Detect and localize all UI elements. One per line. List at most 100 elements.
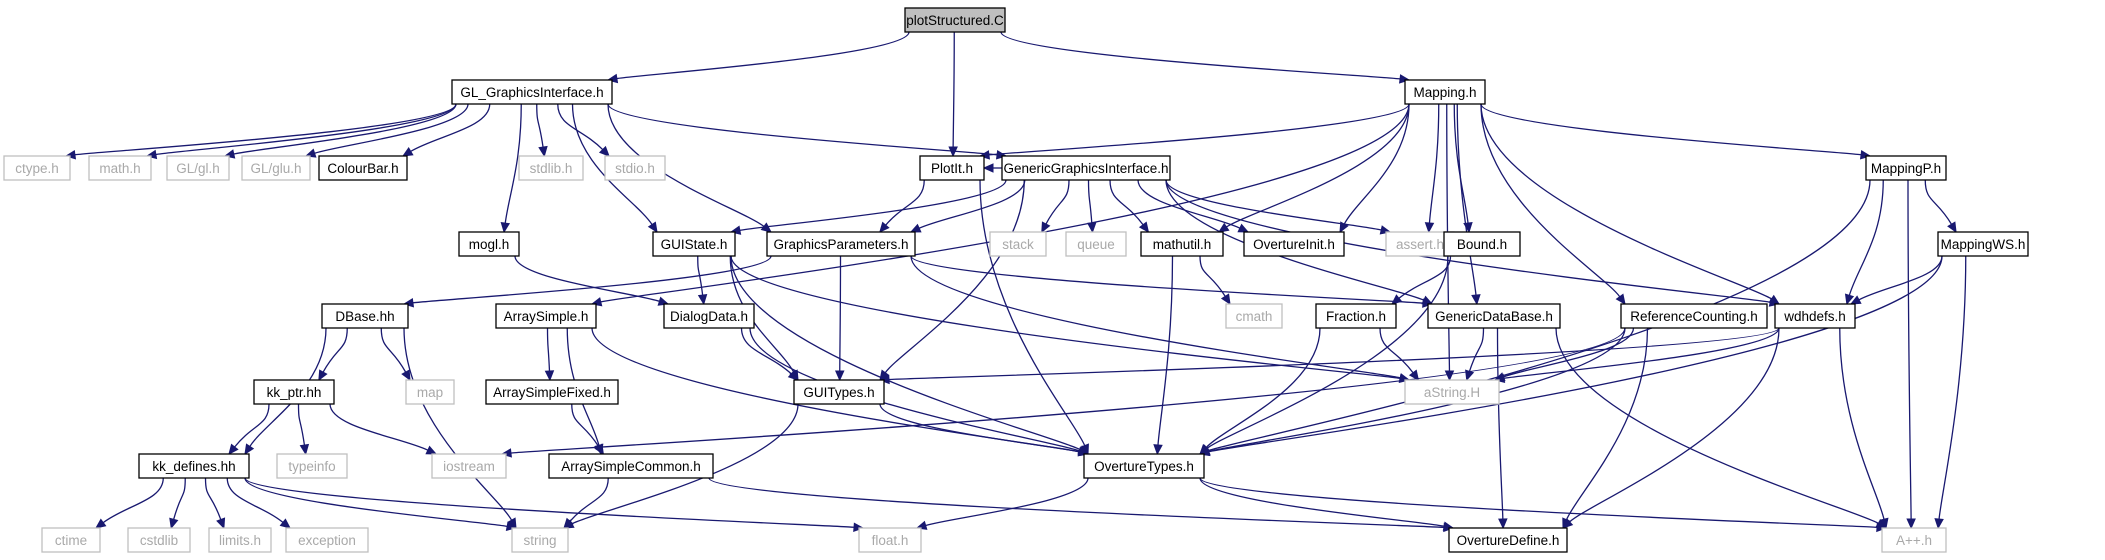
edge-GenericDataBase-aString [1468,327,1485,372]
node-PlotIt[interactable]: PlotIt.h [919,155,985,181]
node-DialogData[interactable]: DialogData.h [663,303,755,329]
node-mathutil[interactable]: mathutil.h [1140,231,1224,257]
node-label: Fraction.h [1326,309,1386,324]
node-iostream[interactable]: iostream [431,453,507,479]
node-cstdlib[interactable]: cstdlib [127,527,191,553]
node-aString[interactable]: aString.H [1404,379,1500,405]
node-label: stdlib.h [530,161,573,176]
edge-GenericGraphicsInterface-GUIState [739,179,1007,231]
node-DBase[interactable]: DBase.hh [321,303,409,329]
node-Mapping[interactable]: Mapping.h [1404,79,1486,105]
node-stack[interactable]: stack [989,231,1047,257]
edge-ReferenceCounting-OvertureDefine [1565,327,1649,520]
node-GL_GraphicsInterface[interactable]: GL_GraphicsInterface.h [451,79,613,105]
node-box [3,155,71,181]
arrowhead [879,221,890,233]
node-mogl[interactable]: mogl.h [458,231,520,257]
arrowhead [563,517,574,529]
node-exception[interactable]: exception [285,527,369,553]
node-label: ArraySimple.h [504,309,589,324]
edge-GraphicsParameters-GUITypes [839,255,842,372]
node-GUIState[interactable]: GUIState.h [652,231,736,257]
arrowhead [909,223,922,233]
node-kk_defines[interactable]: kk_defines.hh [138,453,250,479]
arrowhead [1424,222,1435,234]
node-Fraction[interactable]: Fraction.h [1315,303,1397,329]
edge-Mapping-Bound [1453,103,1469,224]
node-ArraySimple[interactable]: ArraySimple.h [495,303,597,329]
edge-Mapping-mathutil [1226,103,1410,228]
node-box [663,303,755,329]
node-ctype[interactable]: ctype.h [3,155,71,181]
node-box [1001,155,1171,181]
node-plotStructured[interactable]: plotStructured.C [904,7,1006,33]
node-label: PlotIt.h [931,161,973,176]
arrowhead [169,517,179,530]
edge-Mapping-PlotIt [988,103,1410,156]
node-ReferenceCounting[interactable]: ReferenceCounting.h [1620,303,1768,329]
node-label: ctype.h [15,161,59,176]
node-label: MappingP.h [1871,161,1941,176]
node-ArraySimpleCommon[interactable]: ArraySimpleCommon.h [548,453,714,479]
node-typeinfo[interactable]: typeinfo [276,453,348,479]
node-label: GUIState.h [661,237,728,252]
node-ArraySimpleFixed[interactable]: ArraySimpleFixed.h [485,379,619,405]
edge-Fraction-OvertureTypes [1205,327,1321,448]
node-label: stack [1002,237,1034,252]
node-Bound[interactable]: Bound.h [1443,231,1521,257]
edge-mathutil-cmath [1199,255,1226,297]
edge-GenericDataBase-App [1555,327,1879,524]
edge-OvertureTypes-OvertureDefine [1199,477,1445,527]
node-GUITypes[interactable]: GUITypes.h [793,379,885,405]
node-kk_ptr[interactable]: kk_ptr.hh [253,379,335,405]
node-label: kk_ptr.hh [267,385,322,400]
node-OvertureDefine[interactable]: OvertureDefine.h [1448,527,1568,553]
node-GLgl[interactable]: GL/gl.h [166,155,230,181]
node-GenericDataBase[interactable]: GenericDataBase.h [1427,303,1561,329]
edge-GL_GraphicsInterface-GenericGraphicsInterface [607,103,998,156]
arrowhead [1153,444,1163,456]
node-assert[interactable]: assert.h [1385,231,1455,257]
node-box [518,155,584,181]
node-box [1225,303,1283,329]
edge-Bound-Fraction [1398,255,1452,299]
node-OvertureInit[interactable]: OvertureInit.h [1243,231,1345,257]
edge-Mapping-OvertureInit [1343,103,1410,225]
node-box [166,155,230,181]
node-stdio[interactable]: stdio.h [604,155,666,181]
node-label: OvertureTypes.h [1094,459,1194,474]
node-stdlib[interactable]: stdlib.h [518,155,584,181]
node-label: DialogData.h [670,309,748,324]
arrowhead [1391,294,1403,305]
node-box [41,527,101,553]
node-box [919,155,985,181]
node-GLglu[interactable]: GL/glu.h [241,155,311,181]
node-MappingWS[interactable]: MappingWS.h [1937,231,2029,257]
node-wdhdefs[interactable]: wdhdefs.h [1774,303,1856,329]
node-box [138,453,250,479]
node-MappingP[interactable]: MappingP.h [1865,155,1947,181]
node-GenericGraphicsInterface[interactable]: GenericGraphicsInterface.h [1001,155,1171,181]
edge-kk_ptr-iostream [329,403,429,451]
node-float[interactable]: float.h [858,527,922,553]
edge-GraphicsParameters-DBase [412,255,772,304]
node-ctime[interactable]: ctime [41,527,101,553]
node-ColourBar[interactable]: ColourBar.h [318,155,408,181]
node-string[interactable]: string [511,527,569,553]
edge-PlotIt-OvertureTypes [979,179,1086,446]
node-limits[interactable]: limits.h [208,527,272,553]
node-math[interactable]: math.h [88,155,152,181]
edge-DialogData-GUITypes [740,327,792,375]
node-label: OvertureDefine.h [1457,533,1560,548]
edge-GL_GraphicsInterface-GraphicsParameters [607,103,765,227]
node-map[interactable]: map [405,379,455,405]
node-App[interactable]: A++.h [1881,527,1947,553]
arrowhead [216,517,226,530]
arrowhead [1138,221,1150,233]
node-GraphicsParameters[interactable]: GraphicsParameters.h [766,231,916,257]
edge-Fraction-aString [1379,327,1414,374]
node-cmath[interactable]: cmath [1225,303,1283,329]
node-label: GUITypes.h [803,385,874,400]
node-OvertureTypes[interactable]: OvertureTypes.h [1083,453,1205,479]
node-queue[interactable]: queue [1065,231,1127,257]
